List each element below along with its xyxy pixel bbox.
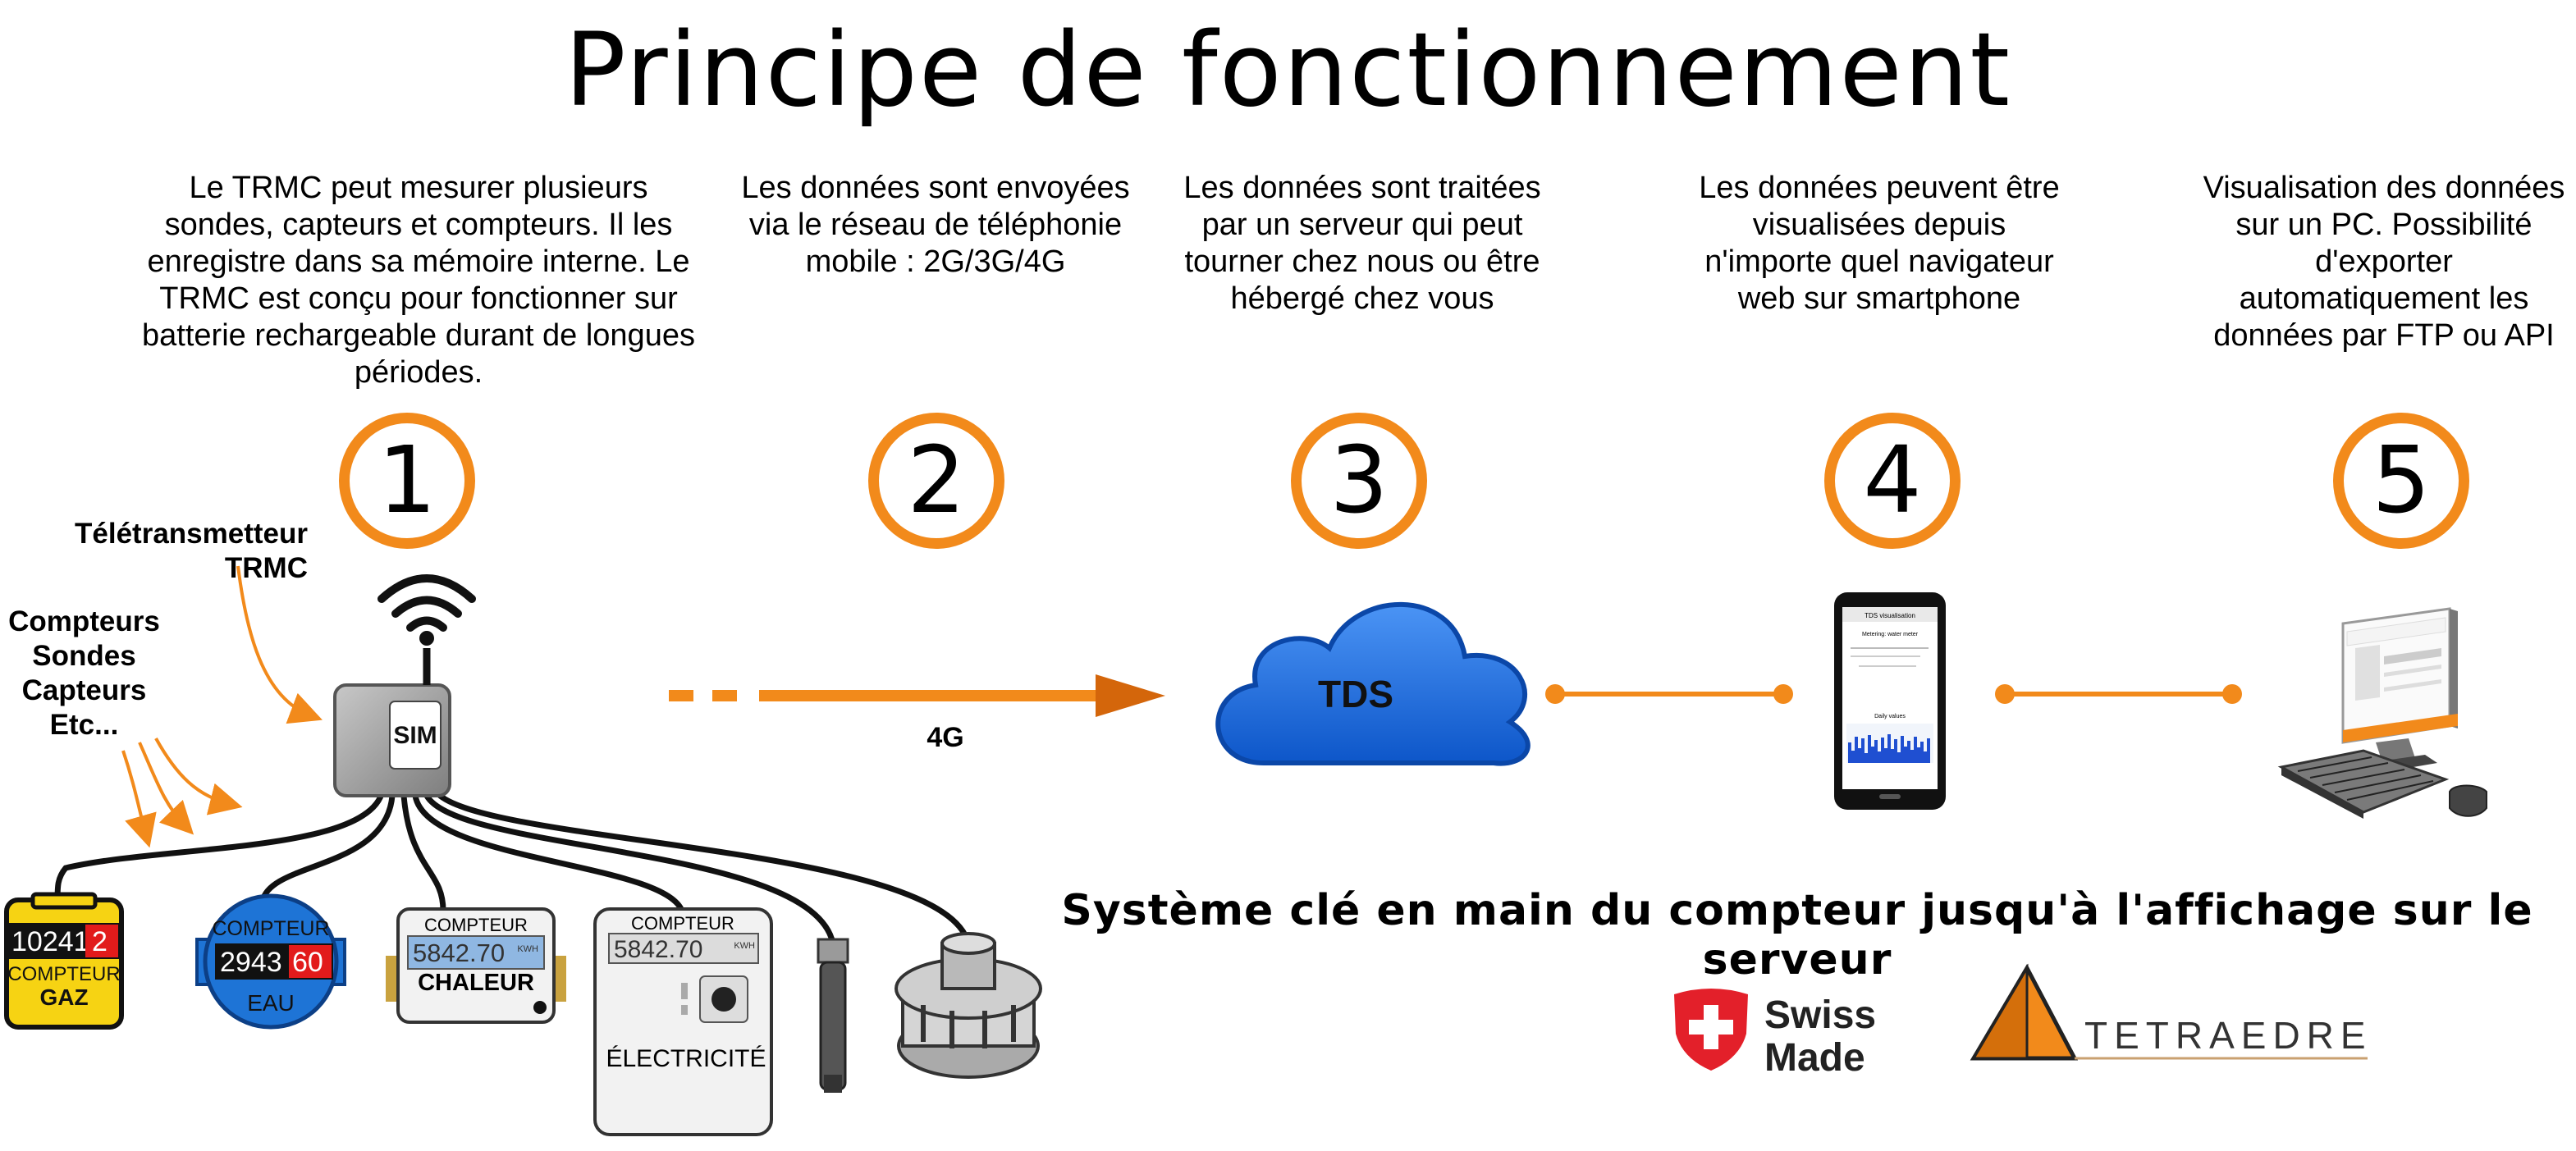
phone-subtitle: Metering: water meter xyxy=(1862,632,1919,637)
inputs-label: Compteurs Sondes Capteurs Etc... xyxy=(8,605,160,741)
round-sensor-icon xyxy=(895,932,1042,1079)
gas-meter-icon: 10241 2 COMPTEUR GAZ xyxy=(4,892,124,1030)
wifi-icon xyxy=(377,574,476,646)
smartphone-icon: TDS visualisation Metering: water meter … xyxy=(1834,592,1946,810)
sim-label: SIM xyxy=(393,722,437,749)
water-caption-bottom: EAU xyxy=(247,990,295,1016)
step-2-description: Les données sont envoyées via le réseau … xyxy=(741,171,1130,279)
network-arrow xyxy=(669,674,1165,717)
step-3-description: Les données sont traitées par un serveur… xyxy=(1183,171,1541,316)
heat-display: 5842.70 xyxy=(413,939,505,967)
water-meter-icon: COMPTEUR 2943 60 EAU xyxy=(195,893,346,1030)
gas-caption-bottom: GAZ xyxy=(39,984,88,1010)
trmc-pointer-arrow xyxy=(236,565,323,724)
heat-unit: KWH xyxy=(517,944,538,954)
phone-chart-caption: Daily values xyxy=(1874,714,1906,719)
heat-meter-icon: COMPTEUR 5842.70 KWH CHALEUR xyxy=(386,907,566,1024)
water-caption-top: COMPTEUR xyxy=(212,917,329,940)
step-5-description: Visualisation des données sur un PC. Pos… xyxy=(2203,171,2565,353)
heat-caption-bottom: CHALEUR xyxy=(418,970,534,996)
inputs-pointer-arrows xyxy=(121,738,243,848)
swiss-made-line2: Made xyxy=(1764,1036,1865,1080)
desktop-pc-icon xyxy=(2277,607,2487,819)
electricity-display: 5842.70 xyxy=(614,936,702,963)
trmc-device: SIM xyxy=(333,648,451,797)
tetraedre-wordmark: TETRAEDRE xyxy=(2084,1014,2372,1057)
gas-caption-top: COMPTEUR xyxy=(7,963,120,985)
water-digits-red: 60 xyxy=(292,947,323,978)
cloud-icon xyxy=(1215,601,1531,766)
electricity-unit: KWH xyxy=(734,941,755,951)
tagline: Système clé en main du compteur jusqu'à … xyxy=(1061,886,2533,984)
electricity-caption-bottom: ÉLECTRICITÉ xyxy=(606,1045,766,1072)
probe-sensor-icon xyxy=(817,938,849,1093)
heat-caption-top: COMPTEUR xyxy=(424,915,528,935)
network-label: 4G xyxy=(927,722,963,753)
connector-cloud-phone xyxy=(1545,684,1793,704)
gas-digits-black: 10241 xyxy=(11,926,89,957)
swiss-made-logo: Swiss Made xyxy=(1674,989,1876,1080)
sensor-cables xyxy=(54,792,972,944)
swiss-made-line1: Swiss xyxy=(1764,993,1876,1037)
connector-phone-pc xyxy=(1995,684,2242,704)
page-title: Principe de fonctionnement xyxy=(564,11,2012,130)
phone-header: TDS visualisation xyxy=(1865,612,1915,619)
electricity-meter-icon: COMPTEUR 5842.70 KWH ÉLECTRICITÉ xyxy=(593,907,773,1136)
step-1-description: Le TRMC peut mesurer plusieurs sondes, c… xyxy=(142,171,695,390)
electricity-caption-top: COMPTEUR xyxy=(631,913,734,934)
step-4-description: Les données peuvent être visualisées dep… xyxy=(1699,171,2060,316)
trmc-label: Télétransmetteur TRMC xyxy=(75,518,308,584)
gas-digits-red: 2 xyxy=(92,926,108,957)
cloud-label: TDS xyxy=(1318,673,1393,715)
tetraedre-logo: TETRAEDRE xyxy=(1970,963,2372,1061)
water-digits-black: 2943 xyxy=(220,947,282,978)
